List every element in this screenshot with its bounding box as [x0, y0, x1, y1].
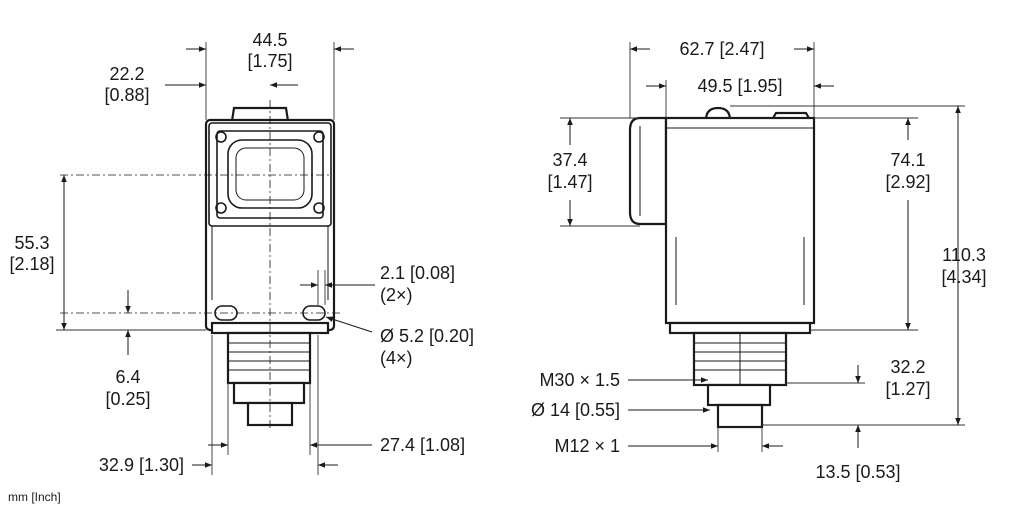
side-thread-lines [694, 333, 786, 385]
dim-22-2: 22.2 [109, 64, 144, 84]
dim-6-4-inch: [0.25] [105, 389, 150, 409]
dim-32-9: 32.9 [1.30] [99, 455, 184, 475]
dim-6-4: 6.4 [115, 367, 140, 387]
side-m12-connector [716, 403, 764, 429]
dim-37-4: 37.4 [552, 150, 587, 170]
dim-110-3: 110.3 [942, 245, 986, 265]
dim-37-4-inch: [1.47] [547, 172, 592, 192]
dim-49-5: 49.5 [1.95] [697, 76, 782, 96]
units-note: mm [Inch] [8, 490, 61, 504]
dim-110-3-inch: [4.34] [941, 267, 986, 287]
dim-62-7: 62.7 [2.47] [679, 39, 764, 59]
dim-m30: M30 × 1.5 [539, 370, 620, 390]
dim-2-1: 2.1 [0.08] [380, 263, 455, 283]
front-screws [215, 131, 325, 214]
dim-22-2-inch: [0.88] [104, 85, 149, 105]
side-view: 62.7 [2.47] 49.5 [1.95] 37.4 [1.47] 74.1… [531, 39, 987, 482]
dim-44-5-inch: [1.75] [247, 51, 292, 71]
dim-5-2-count: (4×) [380, 348, 413, 368]
side-nut [706, 383, 772, 407]
dim-m12: M12 × 1 [554, 436, 620, 456]
front-view: 44.5 [1.75] 22.2 [0.88] 55.3 [2.18] 6.4 … [9, 30, 474, 475]
dim-32-2: 32.2 [890, 357, 925, 377]
side-housing [664, 116, 816, 325]
dim-5-2: Ø 5.2 [0.20] [380, 326, 474, 346]
dim-14: Ø 14 [0.55] [531, 400, 620, 420]
front-nut [232, 381, 306, 405]
dim-2-1-count: (2×) [380, 285, 413, 305]
dim-27-4: 27.4 [1.08] [380, 435, 465, 455]
side-lens-hood [628, 116, 668, 226]
dim-13-5: 13.5 [0.53] [815, 462, 900, 482]
dim-55-3-inch: [2.18] [9, 254, 54, 274]
dim-44-5: 44.5 [252, 30, 287, 50]
dim-32-2-inch: [1.27] [885, 379, 930, 399]
dim-55-3: 55.3 [14, 233, 49, 253]
front-thread [226, 331, 312, 385]
dim-74-1: 74.1 [890, 150, 925, 170]
side-base [668, 321, 812, 335]
front-thread-lines [228, 342, 310, 371]
dim-74-1-inch: [2.92] [885, 172, 930, 192]
